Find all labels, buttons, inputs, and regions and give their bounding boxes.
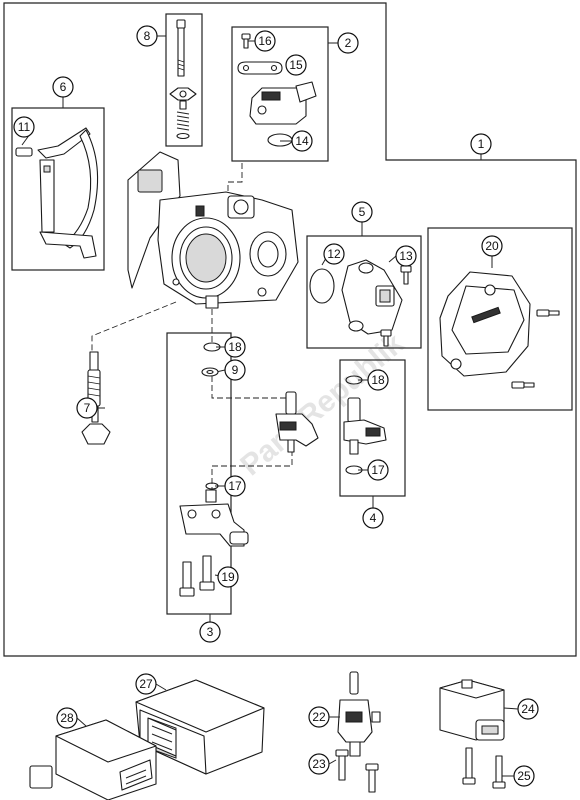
svg-text:3: 3 (207, 625, 214, 639)
callout-9: 9 (224, 359, 246, 381)
svg-text:13: 13 (399, 249, 413, 263)
callout-24: 24 (517, 698, 539, 720)
screws-23 (335, 749, 379, 793)
watermark-text: PartsRepublik (234, 327, 410, 482)
svg-text:18: 18 (371, 373, 385, 387)
svg-text:6: 6 (60, 80, 67, 94)
ecu-unit (135, 679, 265, 775)
svg-text:12: 12 (327, 247, 341, 261)
svg-text:1: 1 (478, 137, 485, 151)
screws-25 (462, 747, 506, 789)
svg-text:22: 22 (312, 710, 326, 724)
callout-14: 14 (291, 130, 313, 152)
group-box-20 (427, 227, 573, 411)
callout-18b: 18 (367, 369, 389, 391)
callout-4: 4 (362, 507, 384, 529)
callout-13: 13 (395, 245, 417, 267)
throttle-sensor-assembly (237, 33, 317, 147)
svg-text:19: 19 (221, 570, 235, 584)
group-box-8 (165, 13, 203, 147)
svg-text:17: 17 (371, 463, 385, 477)
control-module (29, 719, 157, 800)
callout-17a: 17 (224, 475, 246, 497)
svg-text:18: 18 (228, 340, 242, 354)
pressure-sensor (337, 671, 381, 757)
bottom-leader-lines (76, 683, 519, 777)
svg-text:28: 28 (60, 711, 74, 725)
svg-text:20: 20 (485, 239, 499, 253)
svg-text:11: 11 (18, 120, 31, 134)
injector-assembly-4 (343, 375, 387, 475)
main-assembly-outline (3, 2, 577, 657)
svg-text:4: 4 (370, 511, 377, 525)
callout-25: 25 (513, 765, 535, 787)
svg-text:7: 7 (84, 401, 91, 415)
callout-28: 28 (56, 707, 78, 729)
svg-text:15: 15 (289, 58, 303, 72)
connector-24 (439, 679, 505, 741)
callout-1: 1 (470, 133, 492, 155)
callout-23: 23 (308, 753, 330, 775)
svg-text:16: 16 (258, 34, 272, 48)
callout-6: 6 (52, 76, 74, 98)
svg-text:14: 14 (295, 134, 309, 148)
callout-22: 22 (308, 706, 330, 728)
callout-15: 15 (285, 54, 307, 76)
callout-3: 3 (199, 621, 221, 643)
svg-text:23: 23 (312, 757, 326, 771)
map-sensor-assembly (309, 259, 412, 347)
sensor-cover-assembly (439, 271, 560, 389)
callout-27: 27 (135, 673, 157, 695)
callout-8: 8 (136, 25, 158, 47)
callout-2: 2 (337, 32, 359, 54)
svg-text:25: 25 (517, 769, 531, 783)
callout-20: 20 (481, 235, 503, 257)
throttle-body (127, 151, 299, 309)
callout-16: 16 (254, 30, 276, 52)
callout-19: 19 (217, 566, 239, 588)
svg-text:17: 17 (228, 479, 242, 493)
idle-screw-assembly (169, 19, 197, 140)
callout-11: 11 (13, 116, 35, 138)
group-box-5 (306, 235, 422, 349)
temperature-sensor (81, 351, 111, 445)
svg-text:9: 9 (232, 363, 239, 377)
callout-5: 5 (351, 201, 373, 223)
callout-12: 12 (323, 243, 345, 265)
injector-assembly-3 (179, 342, 319, 597)
group-box-3 (166, 332, 232, 615)
callout-7: 7 (76, 397, 98, 419)
group-box-6 (11, 107, 105, 271)
cable-clamp-assembly (15, 127, 99, 259)
svg-text:8: 8 (144, 29, 151, 43)
svg-text:5: 5 (359, 205, 366, 219)
svg-text:24: 24 (521, 702, 535, 716)
callout-17b: 17 (367, 459, 389, 481)
group-box-2 (231, 26, 329, 162)
svg-text:2: 2 (345, 36, 352, 50)
callout-18a: 18 (224, 336, 246, 358)
svg-text:27: 27 (139, 677, 153, 691)
